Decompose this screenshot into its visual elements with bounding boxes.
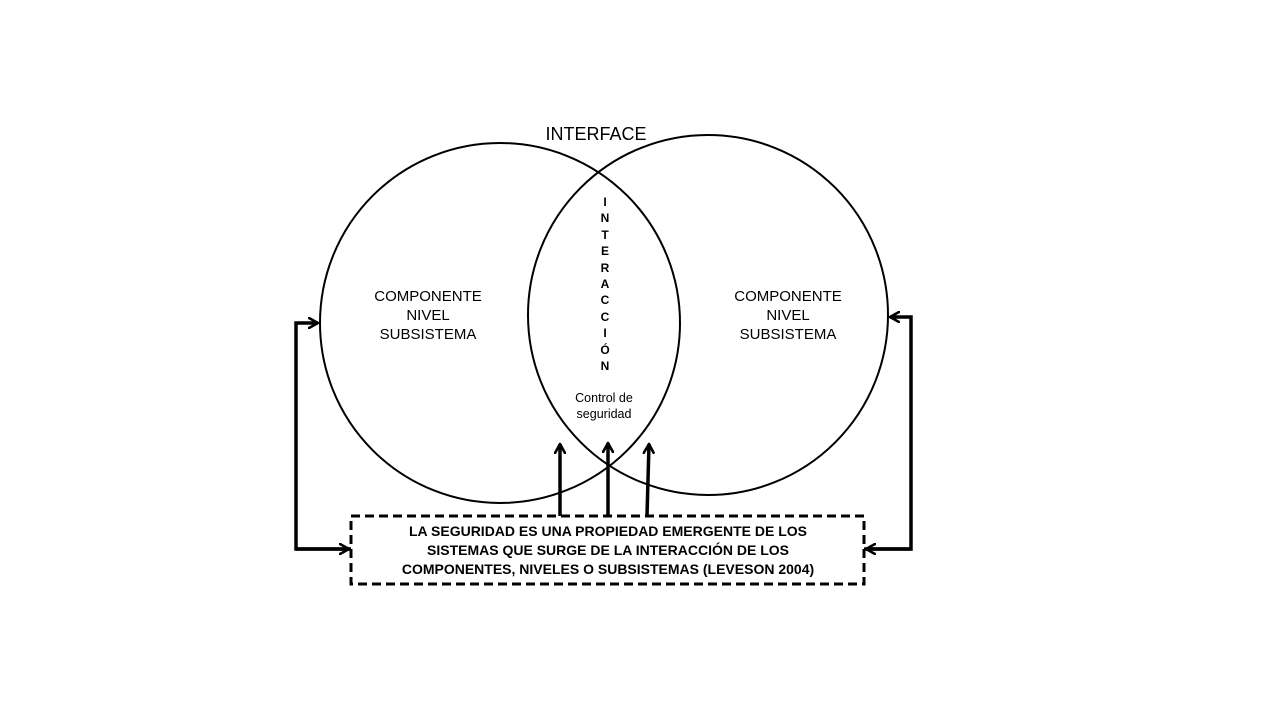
left-component-line: NIVEL [406,307,450,324]
left-component-line: SUBSISTEMA [379,326,477,343]
control-line: seguridad [576,407,632,421]
control-seguridad-label: Control de seguridad [554,390,654,422]
interaccion-letter: A [600,277,610,292]
statement-line: COMPONENTES, NIVELES O SUBSISTEMAS (LEVE… [401,561,815,577]
statement-line: SISTEMAS QUE SURGE DE LA INTERACCIÓN DE … [427,542,789,558]
interaccion-letter: I [603,195,607,209]
interaccion-letter: I [603,326,607,341]
left-component-label: COMPONENTE NIVEL SUBSISTEMA [338,287,518,344]
interaccion-letter: C [600,293,610,308]
left-circle [319,142,681,504]
right-component-line: COMPONENTE [734,288,842,305]
interaccion-letter: C [600,309,610,324]
interface-title: INTERFACE [545,124,647,144]
statement-line: LA SEGURIDAD ES UNA PROPIEDAD EMERGENTE … [408,523,807,539]
interaccion-letter: R [600,260,610,275]
statement-text: LA SEGURIDAD ES UNA PROPIEDAD EMERGENTE … [352,522,864,579]
interaccion-letter: E [600,244,609,259]
interaccion-letter: T [601,227,609,242]
interaccion-letter: N [600,211,610,226]
right-component-label: COMPONENTE NIVEL SUBSISTEMA [698,287,878,344]
right-circle [527,134,889,496]
interaccion-letter: N [600,359,610,374]
control-line: Control de [575,391,633,405]
up-arrow-right [647,444,649,517]
interaccion-letter: Ó [600,342,610,357]
left-component-line: COMPONENTE [374,288,482,305]
right-component-line: SUBSISTEMA [739,326,837,343]
right-feedback-arrow [864,317,913,551]
right-component-line: NIVEL [766,307,810,324]
interaccion-vertical-label: I N T E R A C C I Ó N [590,194,620,374]
